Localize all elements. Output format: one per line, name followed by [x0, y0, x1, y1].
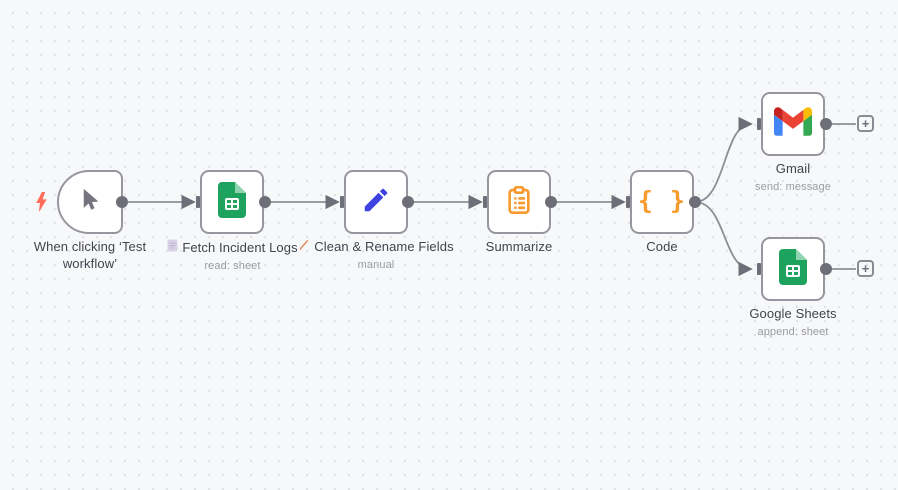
node-label-google-sheets: Google Sheets append: sheet	[723, 306, 863, 339]
input-port[interactable]	[483, 196, 487, 208]
input-port[interactable]	[340, 196, 344, 208]
input-port[interactable]	[626, 196, 630, 208]
clipboard-icon	[503, 184, 535, 221]
output-port[interactable]	[689, 196, 701, 208]
node-subtitle: send: message	[755, 180, 831, 193]
node-title: When clicking ‘Test workflow’	[33, 239, 147, 271]
output-port[interactable]	[820, 263, 832, 275]
node-google-sheets[interactable]	[761, 237, 825, 301]
plus-icon: +	[861, 115, 870, 131]
node-label-fetch-incident-logs: Fetch Incident Logs read: sheet	[152, 239, 313, 273]
note-icon	[167, 239, 178, 257]
add-node-button[interactable]: +	[857, 115, 874, 132]
edit-pencil-icon	[361, 185, 391, 220]
node-title: Fetch Incident Logs	[182, 239, 298, 255]
node-label-code: Code	[612, 239, 712, 256]
output-port[interactable]	[259, 196, 271, 208]
node-when-clicking-test-workflow[interactable]	[57, 170, 123, 234]
node-fetch-incident-logs[interactable]	[200, 170, 264, 234]
add-node-button[interactable]: +	[857, 260, 874, 277]
curly-braces-icon: { }	[637, 186, 687, 215]
node-clean-rename-fields[interactable]	[344, 170, 408, 234]
node-title: Gmail	[775, 161, 811, 176]
plus-icon: +	[861, 260, 870, 276]
output-port[interactable]	[116, 196, 128, 208]
node-title: Code	[646, 239, 678, 254]
node-label-gmail: Gmail send: message	[723, 161, 863, 194]
node-summarize[interactable]	[487, 170, 551, 234]
pencil-icon	[298, 239, 310, 256]
node-code[interactable]: { }	[630, 170, 694, 234]
input-port[interactable]	[196, 196, 200, 208]
input-port[interactable]	[757, 263, 761, 275]
node-label-summarize: Summarize	[458, 239, 580, 256]
gmail-icon	[774, 107, 812, 141]
lightning-bolt-icon	[35, 192, 48, 212]
node-label-clean-rename-fields: Clean & Rename Fields manual	[286, 239, 466, 272]
node-subtitle: manual	[357, 258, 395, 271]
google-sheets-icon	[218, 181, 246, 223]
node-title: Summarize	[485, 239, 553, 254]
output-port[interactable]	[820, 118, 832, 130]
node-subtitle: append: sheet	[757, 325, 829, 338]
output-port[interactable]	[402, 196, 414, 208]
google-sheets-icon	[779, 248, 807, 290]
node-title: Google Sheets	[749, 306, 837, 321]
node-subtitle: read: sheet	[204, 259, 261, 272]
cursor-arrow-icon	[77, 186, 104, 218]
input-port[interactable]	[757, 118, 761, 130]
node-gmail[interactable]	[761, 92, 825, 156]
node-title: Clean & Rename Fields	[314, 239, 454, 254]
node-label-when-clicking-test-workflow: When clicking ‘Test workflow’	[24, 239, 156, 273]
output-port[interactable]	[545, 196, 557, 208]
